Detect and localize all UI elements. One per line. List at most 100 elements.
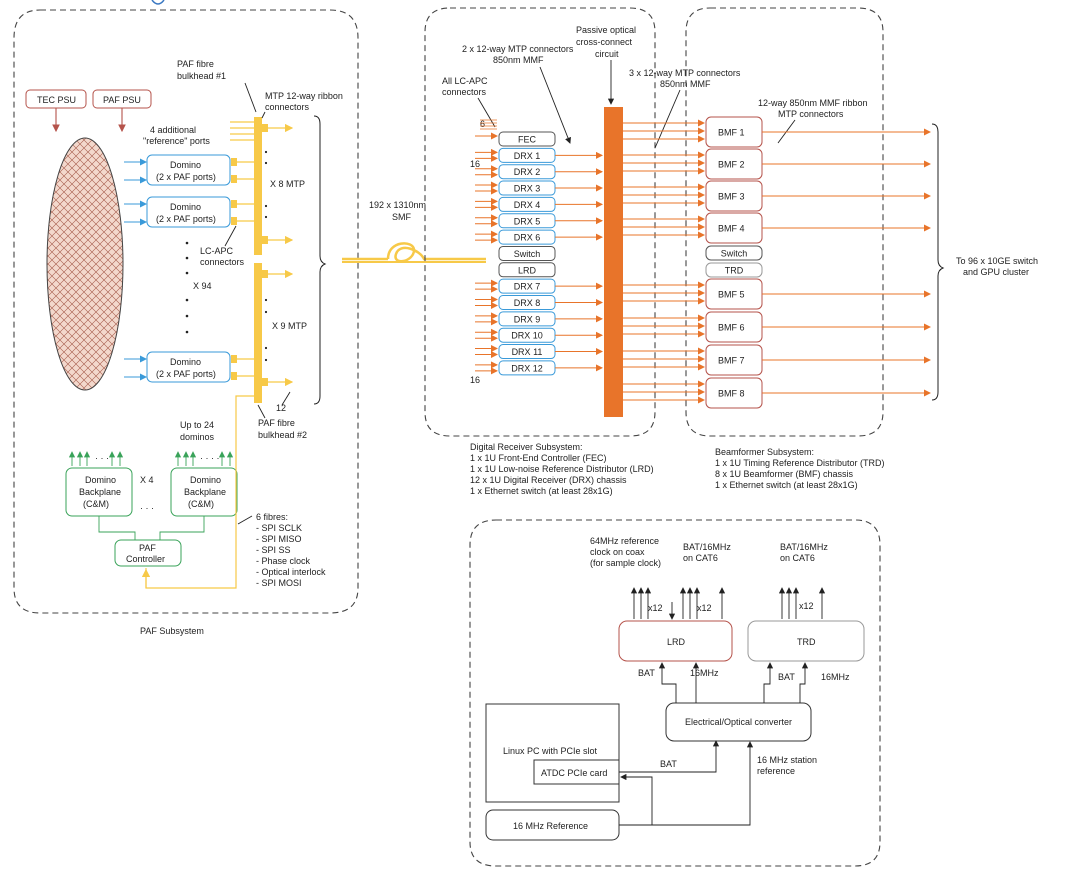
mtp-connector-blocks <box>262 124 268 386</box>
lrd-box <box>618 620 733 662</box>
svg-text:Domino: Domino <box>190 475 221 485</box>
digital-receiver-subsystem: 2 x 12-way MTP connectors 850nm MMF All … <box>424 7 741 496</box>
tec-psu-label: TEC PSU <box>37 95 76 105</box>
domino-lc-ports <box>231 158 237 380</box>
dr-chassis-switch: Switch <box>498 245 556 261</box>
svg-text:Domino: Domino <box>85 475 116 485</box>
svg-text:Backplane: Backplane <box>79 487 121 497</box>
svg-text:dominos: dominos <box>180 432 215 442</box>
ref64-label-3: (for sample clock) <box>590 558 661 568</box>
bf-chassis-bmf-6: BMF 6 <box>705 311 763 343</box>
domino-backplane-right: Domino Backplane (C&M) <box>170 467 238 517</box>
paf-subsystem-label: PAF Subsystem <box>140 626 204 636</box>
bulkhead-brace <box>313 115 327 405</box>
mtp-output-arrows <box>268 123 294 387</box>
dr-caption: Digital Receiver Subsystem: 1 x 1U Front… <box>470 442 654 496</box>
mtp3-label-1: 3 x 12-way MTP connectors <box>629 68 741 78</box>
bf-chassis-label: BMF 1 <box>718 128 745 138</box>
bf-fibre-lines <box>623 119 931 404</box>
bf-chassis-bmf-4: BMF 4 <box>705 212 763 244</box>
svg-text:- SPI SCLK: - SPI SCLK <box>256 523 302 533</box>
dr-chassis-lrd: LRD <box>498 262 556 278</box>
dr-chassis-label: DRX 11 <box>512 347 543 357</box>
dr-chassis-drx-5: DRX 5 <box>498 213 556 229</box>
dr-fibre-lines <box>475 119 603 375</box>
smf-link: 192 x 1310nm SMF <box>342 200 486 263</box>
ref16-label: 16 MHz Reference <box>513 821 588 831</box>
eo-converter-box <box>665 702 812 742</box>
backplane-up-arrows <box>68 451 234 466</box>
station-ref-label-1: 16 MHz station <box>757 755 817 765</box>
dr-chassis-drx-3: DRX 3 <box>498 180 556 196</box>
dr-chassis-drx-4: DRX 4 <box>498 196 556 212</box>
bf-chassis-label: BMF 7 <box>718 356 745 366</box>
dr-chassis-label: DRX 6 <box>514 233 541 243</box>
dr-chassis-fec: FEC <box>498 131 556 147</box>
bf-output-brace <box>931 123 945 401</box>
passive-label-3: circuit <box>595 49 619 59</box>
backplane-dots-right: · · · · <box>200 453 220 463</box>
svg-text:1 x Ethernet switch (at least: 1 x Ethernet switch (at least 28x1G) <box>470 486 613 496</box>
bf-chassis-label: TRD <box>725 266 744 276</box>
dr-chassis-drx-2: DRX 2 <box>498 164 556 180</box>
bf-chassis-label: BMF 6 <box>718 323 745 333</box>
smf-label-1: 192 x 1310nm <box>369 200 426 210</box>
bat-label-3: BAT <box>660 759 677 769</box>
bf-chassis-label: Switch <box>721 249 748 259</box>
bf-chassis-bmf-5: BMF 5 <box>705 278 763 310</box>
mtp-ribbon-label-1: MTP 12-way ribbon <box>265 91 343 101</box>
controller-links <box>98 516 205 540</box>
bf-chassis-label: BMF 8 <box>718 389 745 399</box>
domino-backplane-left: Domino Backplane (C&M) <box>65 467 133 517</box>
bulkhead2-label-1: PAF fibre <box>258 418 295 428</box>
svg-text:(C&M): (C&M) <box>188 499 214 509</box>
bf-chassis-label: BMF 2 <box>718 160 745 170</box>
to-switch-label-2: and GPU cluster <box>963 267 1029 277</box>
dr-chassis-drx-6: DRX 6 <box>498 229 556 245</box>
lc-apc-label-2: connectors <box>200 257 245 267</box>
svg-text:12 x 1U Digital Receiver (DRX): 12 x 1U Digital Receiver (DRX) chassis <box>470 475 627 485</box>
svg-text:- Optical interlock: - Optical interlock <box>256 567 326 577</box>
ref-ports-label-2: "reference" ports <box>143 136 210 146</box>
bat16b-label-1: BAT/16MHz <box>780 542 828 552</box>
trd-label: TRD <box>797 637 816 647</box>
paf-subsystem: PAF Subsystem TEC PSU PAF PSU Domino (2 … <box>13 9 359 636</box>
bat16b-label-2: on CAT6 <box>780 553 815 563</box>
dr-chassis-label: DRX 12 <box>511 363 543 373</box>
svg-text:Domino: Domino <box>170 160 201 170</box>
x4-dots: · · · <box>140 503 154 513</box>
sixteen-label-b: 16 <box>470 375 480 385</box>
passive-label-1: Passive optical <box>576 25 636 35</box>
ref64-label-1: 64MHz reference <box>590 536 659 546</box>
svg-text:1 x 1U Low-noise Reference Dis: 1 x 1U Low-noise Reference Distributor (… <box>470 464 654 474</box>
paf-psu-label: PAF PSU <box>103 95 141 105</box>
domino-1: Domino (2 x PAF ports) <box>146 154 231 186</box>
bf-chassis-label: BMF 3 <box>718 192 745 202</box>
svg-text:- SPI MOSI: - SPI MOSI <box>256 578 302 588</box>
up-to-24-label: Up to 24 dominos <box>180 420 215 442</box>
timing-subsystem: 64MHz reference clock on coax (for sampl… <box>469 519 881 867</box>
fibre-list: 6 fibres: - SPI SCLK - SPI MISO - SPI SS… <box>256 512 326 588</box>
svg-text:Digital Receiver Subsystem:: Digital Receiver Subsystem: <box>470 442 583 452</box>
bf-chassis-label: BMF 4 <box>718 224 745 234</box>
bf-ribbon-label-1: 12-way 850nm MMF ribbon <box>758 98 868 108</box>
bulkhead-1 <box>254 117 262 255</box>
paf-array-ellipse <box>46 137 124 391</box>
domino-94: Domino (2 x PAF ports) <box>146 351 231 383</box>
bulkhead1-label-1: PAF fibre <box>177 59 214 69</box>
x8-mtp-label: X 8 MTP <box>270 179 305 189</box>
domino-ellipsis-dots <box>185 241 189 334</box>
dr-chassis-drx-7: DRX 7 <box>498 278 556 294</box>
linux-pc-label: Linux PC with PCIe slot <box>503 746 598 756</box>
x94-label: X 94 <box>193 281 212 291</box>
x9-mtp-label: X 9 MTP <box>272 321 307 331</box>
mtp-ribbon-label-2: connectors <box>265 102 310 112</box>
smf-coil <box>342 242 486 263</box>
twelve-label: 12 <box>276 403 286 413</box>
bf-chassis-bmf-8: BMF 8 <box>705 377 763 409</box>
dr-chassis-label: DRX 1 <box>514 151 541 161</box>
domino-2: Domino (2 x PAF ports) <box>146 196 231 228</box>
dr-chassis-drx-9: DRX 9 <box>498 311 556 327</box>
lrd-label: LRD <box>667 637 686 647</box>
